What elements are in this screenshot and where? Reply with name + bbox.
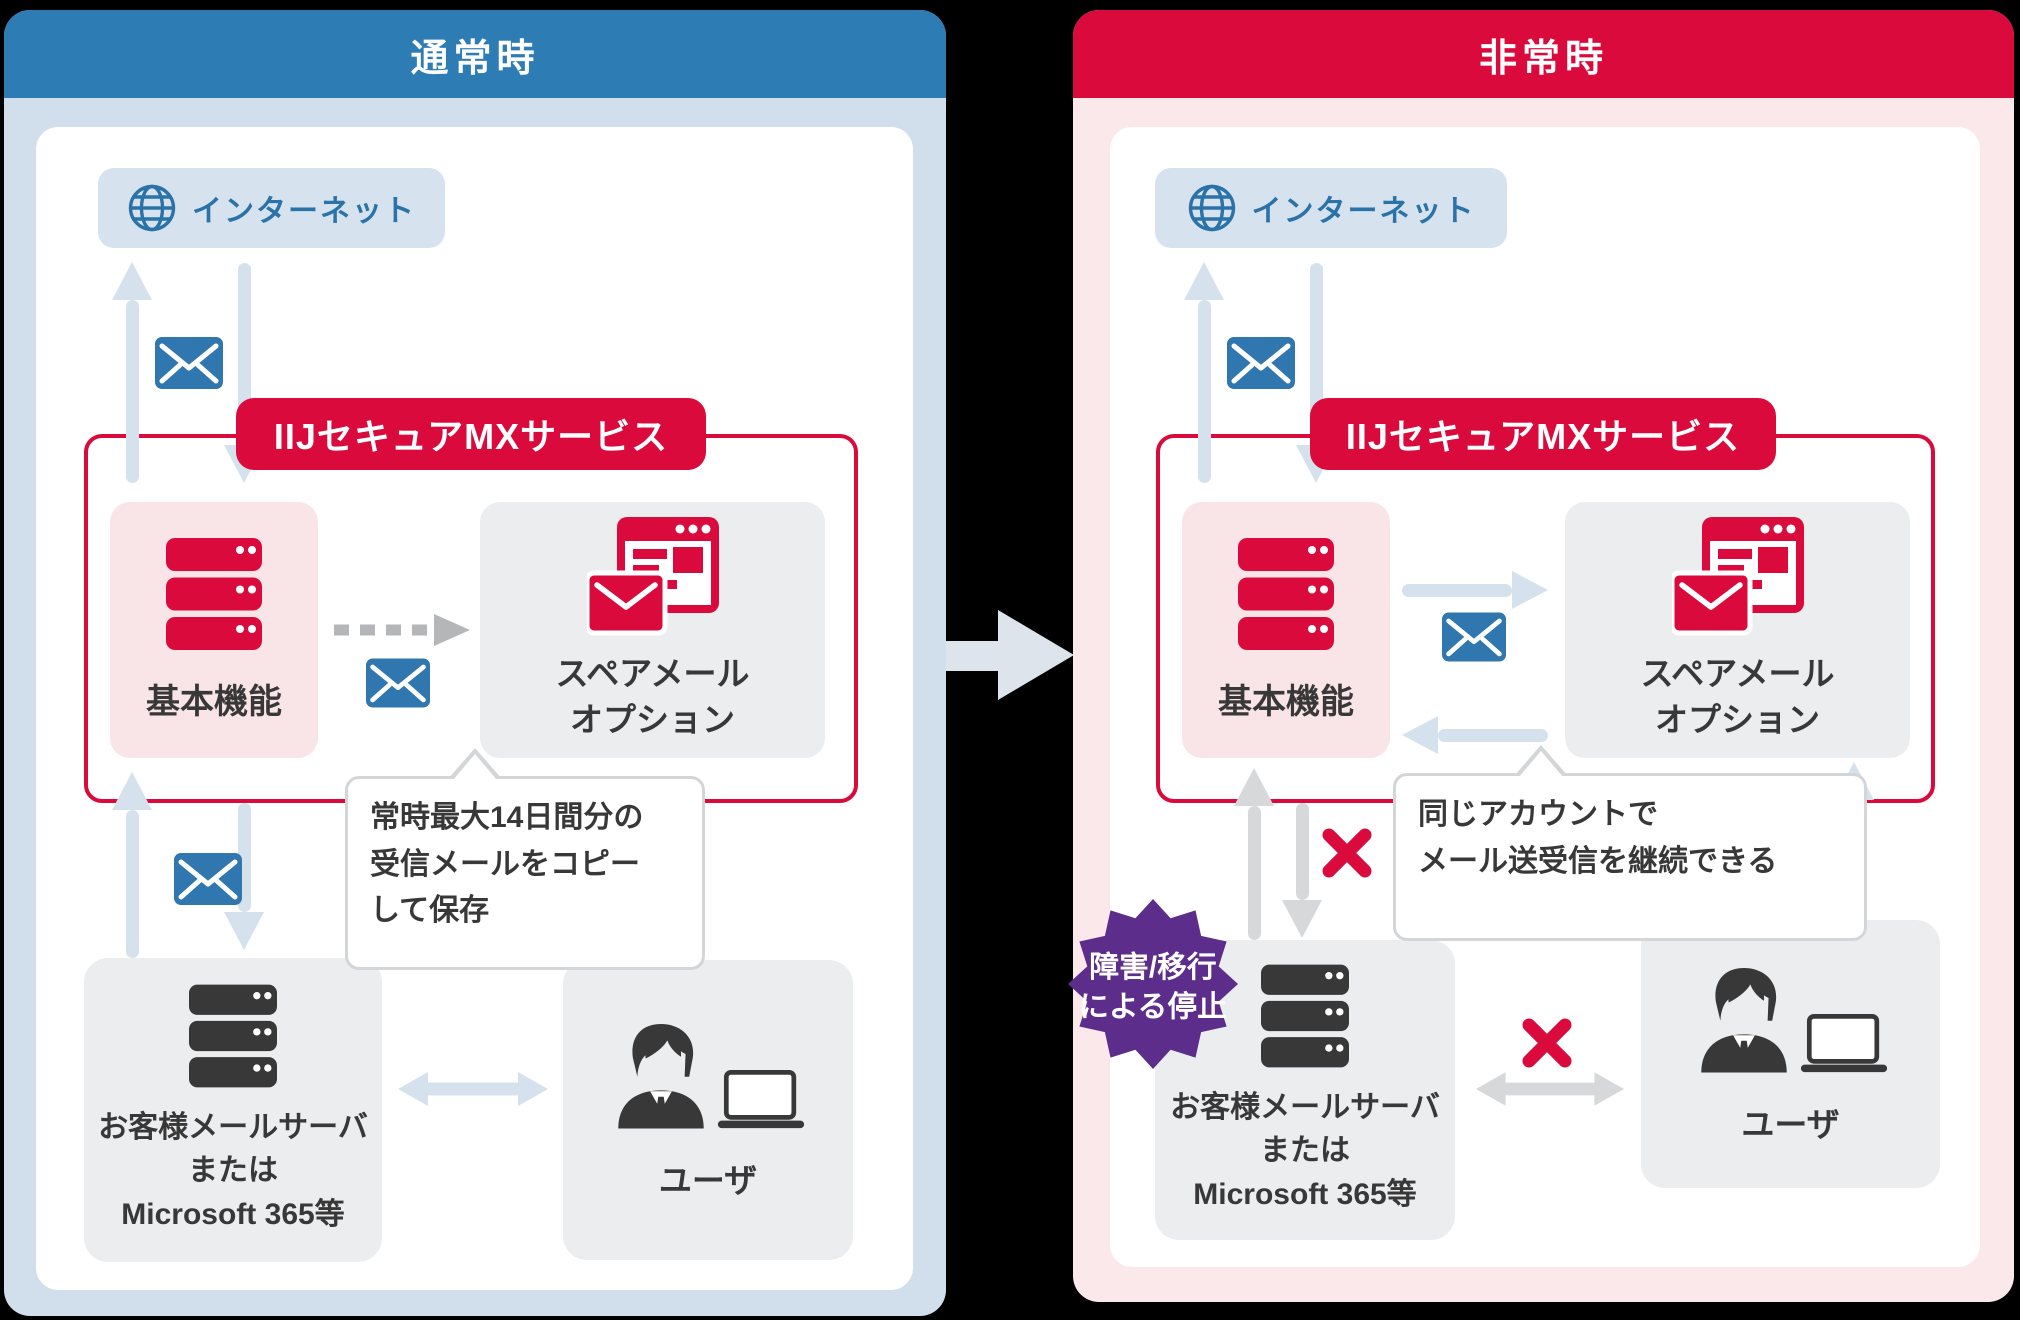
down-arrow-icon <box>1282 803 1322 938</box>
browser-mail-icon <box>586 516 719 636</box>
failure-badge-line2: による停止 <box>1079 990 1227 1023</box>
mail-icon <box>366 658 430 708</box>
customer-mail-server-box: お客様メールサーバ または Microsoft 365等 <box>84 958 382 1262</box>
person-icon <box>618 1024 704 1129</box>
mail-icon <box>1227 337 1295 389</box>
dashed-arrow-icon <box>330 612 470 648</box>
service-label: IIJセキュアMXサービス <box>1310 398 1776 470</box>
person-icon <box>1700 968 1787 1073</box>
user-label: ユーザ <box>658 1162 758 1199</box>
user-label: ユーザ <box>1741 1106 1840 1143</box>
customer-mail-server-box: お客様メールサーバ または Microsoft 365等 <box>1155 940 1455 1240</box>
spare-mail-option-label: スペアメール オプション <box>1640 654 1835 738</box>
mail-icon <box>155 337 223 389</box>
basic-function-box: 基本機能 <box>1182 502 1390 758</box>
cross-icon <box>1520 1016 1574 1070</box>
basic-function-label: 基本機能 <box>146 682 282 721</box>
transition-arrow-icon <box>946 600 1076 710</box>
basic-function-box: 基本機能 <box>110 502 318 758</box>
right-panel-header: 非常時 <box>1073 10 2014 98</box>
browser-mail-icon <box>1671 516 1804 636</box>
globe-icon <box>1188 184 1235 232</box>
copy-note-bubble: 常時最大14日間分の 受信メールをコピー して保存 <box>345 748 705 970</box>
failure-badge-line1: 障害/移行 <box>1089 951 1216 984</box>
user-box: ユーザ <box>563 960 853 1260</box>
double-arrow-icon <box>1476 1070 1624 1108</box>
spare-mail-option-label: スペアメール オプション <box>555 654 750 738</box>
laptop-icon <box>1800 1014 1887 1073</box>
mail-icon <box>174 853 242 905</box>
spare-mail-option-box: スペアメール オプション <box>480 502 825 758</box>
up-arrow-icon <box>1184 262 1224 483</box>
internet-label: インターネット <box>192 195 416 228</box>
user-box: ユーザ <box>1641 920 1940 1188</box>
service-label: IIJセキュアMXサービス <box>236 398 706 470</box>
cross-icon <box>1320 826 1374 880</box>
right-panel-title: 非常時 <box>1478 37 1608 80</box>
customer-mail-server-label: お客様メールサーバ または Microsoft 365等 <box>1170 1090 1440 1211</box>
server-icon <box>1261 964 1349 1068</box>
basic-function-label: 基本機能 <box>1218 682 1354 721</box>
up-arrow-icon <box>112 262 152 483</box>
failure-badge: 障害/移行 による停止 <box>1068 884 1238 1084</box>
laptop-icon <box>717 1070 805 1129</box>
left-panel-title: 通常時 <box>410 37 540 80</box>
double-arrow-icon <box>398 1070 548 1108</box>
server-icon <box>189 984 277 1088</box>
mail-icon <box>1442 612 1506 662</box>
left-panel-header: 通常時 <box>4 10 946 98</box>
internet-badge: インターネット <box>1155 168 1507 248</box>
customer-mail-server-label: お客様メールサーバ または Microsoft 365等 <box>98 1110 368 1231</box>
account-note-bubble: 同じアカウントで メール送受信を継続できる <box>1393 745 1867 941</box>
internet-label: インターネット <box>1251 195 1476 228</box>
left-arrow-icon <box>1402 716 1548 754</box>
globe-icon <box>128 184 176 232</box>
spare-mail-option-box: スペアメール オプション <box>1565 502 1910 758</box>
up-arrow-icon <box>112 772 152 958</box>
server-icon <box>166 537 262 650</box>
internet-badge: インターネット <box>98 168 445 248</box>
right-arrow-icon <box>1402 571 1548 609</box>
up-arrow-icon <box>1234 768 1274 940</box>
server-icon <box>1238 537 1334 650</box>
